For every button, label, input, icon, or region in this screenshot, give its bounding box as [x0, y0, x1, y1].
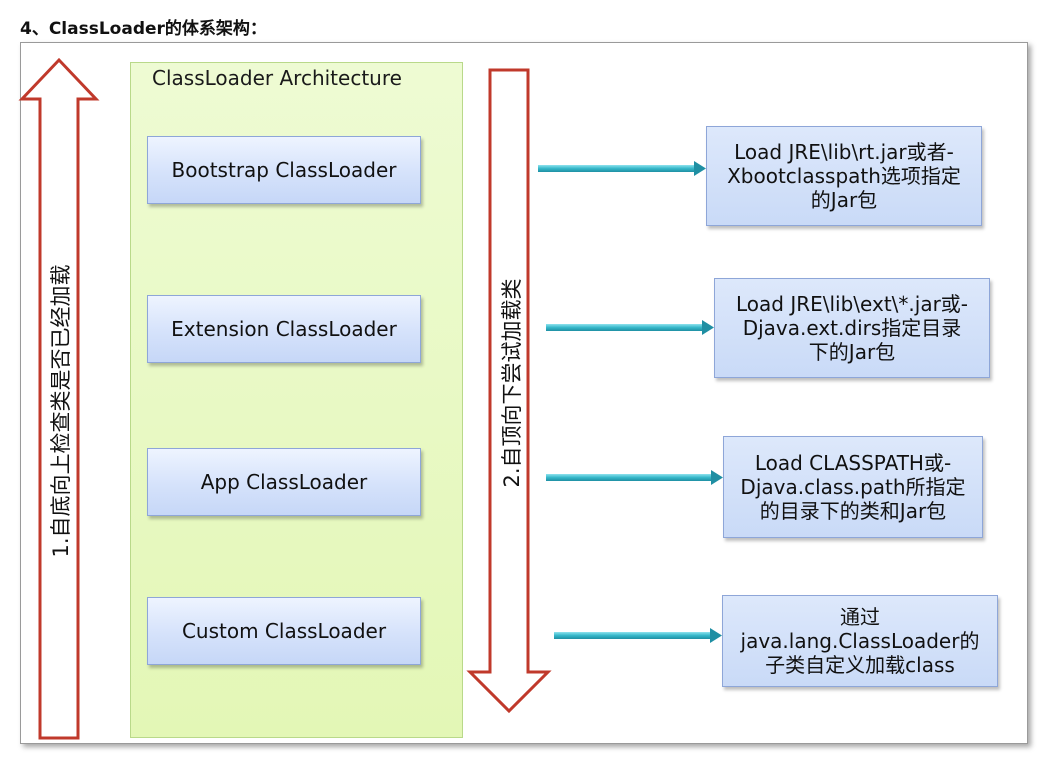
custom-description-box: 通过 java.lang.ClassLoader的 子类自定义加载class: [722, 595, 998, 687]
description-line: java.lang.ClassLoader的: [740, 629, 980, 653]
top-down-flow-arrow: [466, 68, 552, 714]
extension-classloader-box: Extension ClassLoader: [147, 295, 421, 363]
description-line: Djava.class.path所指定: [740, 475, 966, 499]
description-line: Load JRE\lib\rt.jar或者-: [734, 140, 954, 164]
app-description-box: Load CLASSPATH或- Djava.class.path所指定 的目录…: [723, 436, 983, 538]
description-line: 通过: [840, 605, 880, 629]
description-line: 下的Jar包: [808, 340, 896, 364]
architecture-title: ClassLoader Architecture: [152, 66, 402, 90]
bootstrap-description-box: Load JRE\lib\rt.jar或者- Xbootclasspath选项指…: [706, 126, 982, 226]
bottom-up-flow-label: 1.自底向上检查类是否已经加载: [49, 264, 73, 558]
description-line: 的目录下的类和Jar包: [759, 499, 947, 523]
description-line: Load CLASSPATH或-: [754, 451, 952, 475]
description-line: Xbootclasspath选项指定: [727, 164, 961, 188]
page-heading: 4、ClassLoader的体系架构：: [20, 19, 267, 39]
description-line: 子类自定义加载class: [765, 653, 955, 677]
bootstrap-classloader-box: Bootstrap ClassLoader: [147, 136, 421, 204]
description-line: Load JRE\lib\ext\*.jar或-: [735, 292, 969, 316]
description-line: 的Jar包: [810, 188, 878, 212]
top-down-flow-label: 2.自顶向下尝试加载类: [500, 278, 524, 488]
bottom-up-flow-arrow: [18, 57, 100, 740]
custom-classloader-box: Custom ClassLoader: [147, 597, 421, 665]
connector-arrow-bootstrap: [538, 161, 706, 176]
extension-description-box: Load JRE\lib\ext\*.jar或- Djava.ext.dirs指…: [714, 278, 990, 378]
connector-arrow-custom: [554, 628, 722, 643]
app-classloader-box: App ClassLoader: [147, 448, 421, 516]
connector-arrow-extension: [546, 320, 714, 335]
connector-arrow-app: [546, 470, 723, 485]
description-line: Djava.ext.dirs指定目录: [742, 316, 962, 340]
